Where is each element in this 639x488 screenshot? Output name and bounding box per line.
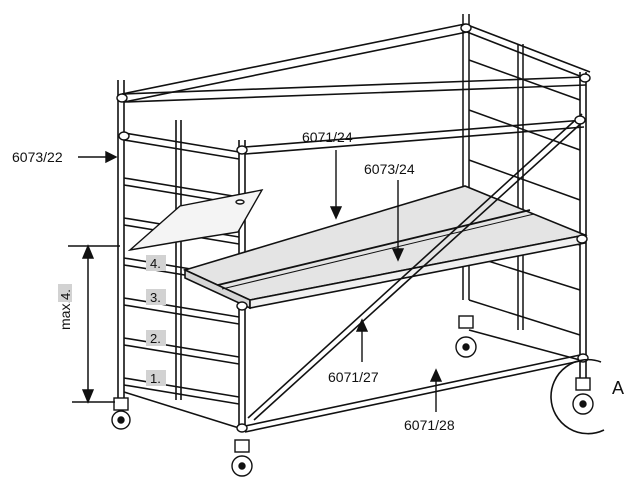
castor-rear <box>455 315 477 358</box>
platform-hatch <box>127 189 264 252</box>
couplers <box>116 23 591 433</box>
left-end-frame <box>117 80 246 430</box>
bottom-brace <box>123 329 581 433</box>
level-marker-1 <box>146 370 166 386</box>
height-label: max. <box>57 300 73 330</box>
label-6071-28: 6071/28 <box>404 417 455 433</box>
level-marker-3-text: 3. <box>150 290 161 305</box>
castor-front-right <box>572 377 594 415</box>
level-marker-1-text: 1. <box>150 371 161 386</box>
label-6071-24: 6071/24 <box>302 129 353 145</box>
level-marker-2 <box>146 330 166 346</box>
detail-callout: A <box>550 358 624 435</box>
height-dimension <box>68 244 120 404</box>
label-6073-24: 6073/24 <box>364 161 415 177</box>
height-max-label: max. <box>57 300 73 330</box>
svg-text:4.: 4. <box>58 289 73 300</box>
label-arrows <box>78 150 443 412</box>
castor-front-center <box>231 439 253 477</box>
part-labels: 6073/22 6071/24 6073/24 6071/27 6071/28 <box>12 129 455 433</box>
level-marker-4 <box>146 255 166 271</box>
height-level-badge-text: 4. <box>58 289 73 300</box>
level-marker-4-text: 4. <box>150 256 161 271</box>
detail-callout-letter: A <box>612 378 624 398</box>
height-level-badge <box>58 284 72 302</box>
level-markers: 4. 3. 2. 1. <box>146 255 166 386</box>
label-6073-22: 6073/22 <box>12 149 63 165</box>
top-frame <box>121 23 591 103</box>
level-marker-2-text: 2. <box>150 331 161 346</box>
diagonal-brace <box>247 113 587 421</box>
label-6071-27: 6071/27 <box>328 369 379 385</box>
castor-front-left <box>111 397 131 430</box>
top-brace <box>244 119 585 155</box>
castor-wheels <box>111 315 594 477</box>
level-marker-3 <box>146 289 166 305</box>
